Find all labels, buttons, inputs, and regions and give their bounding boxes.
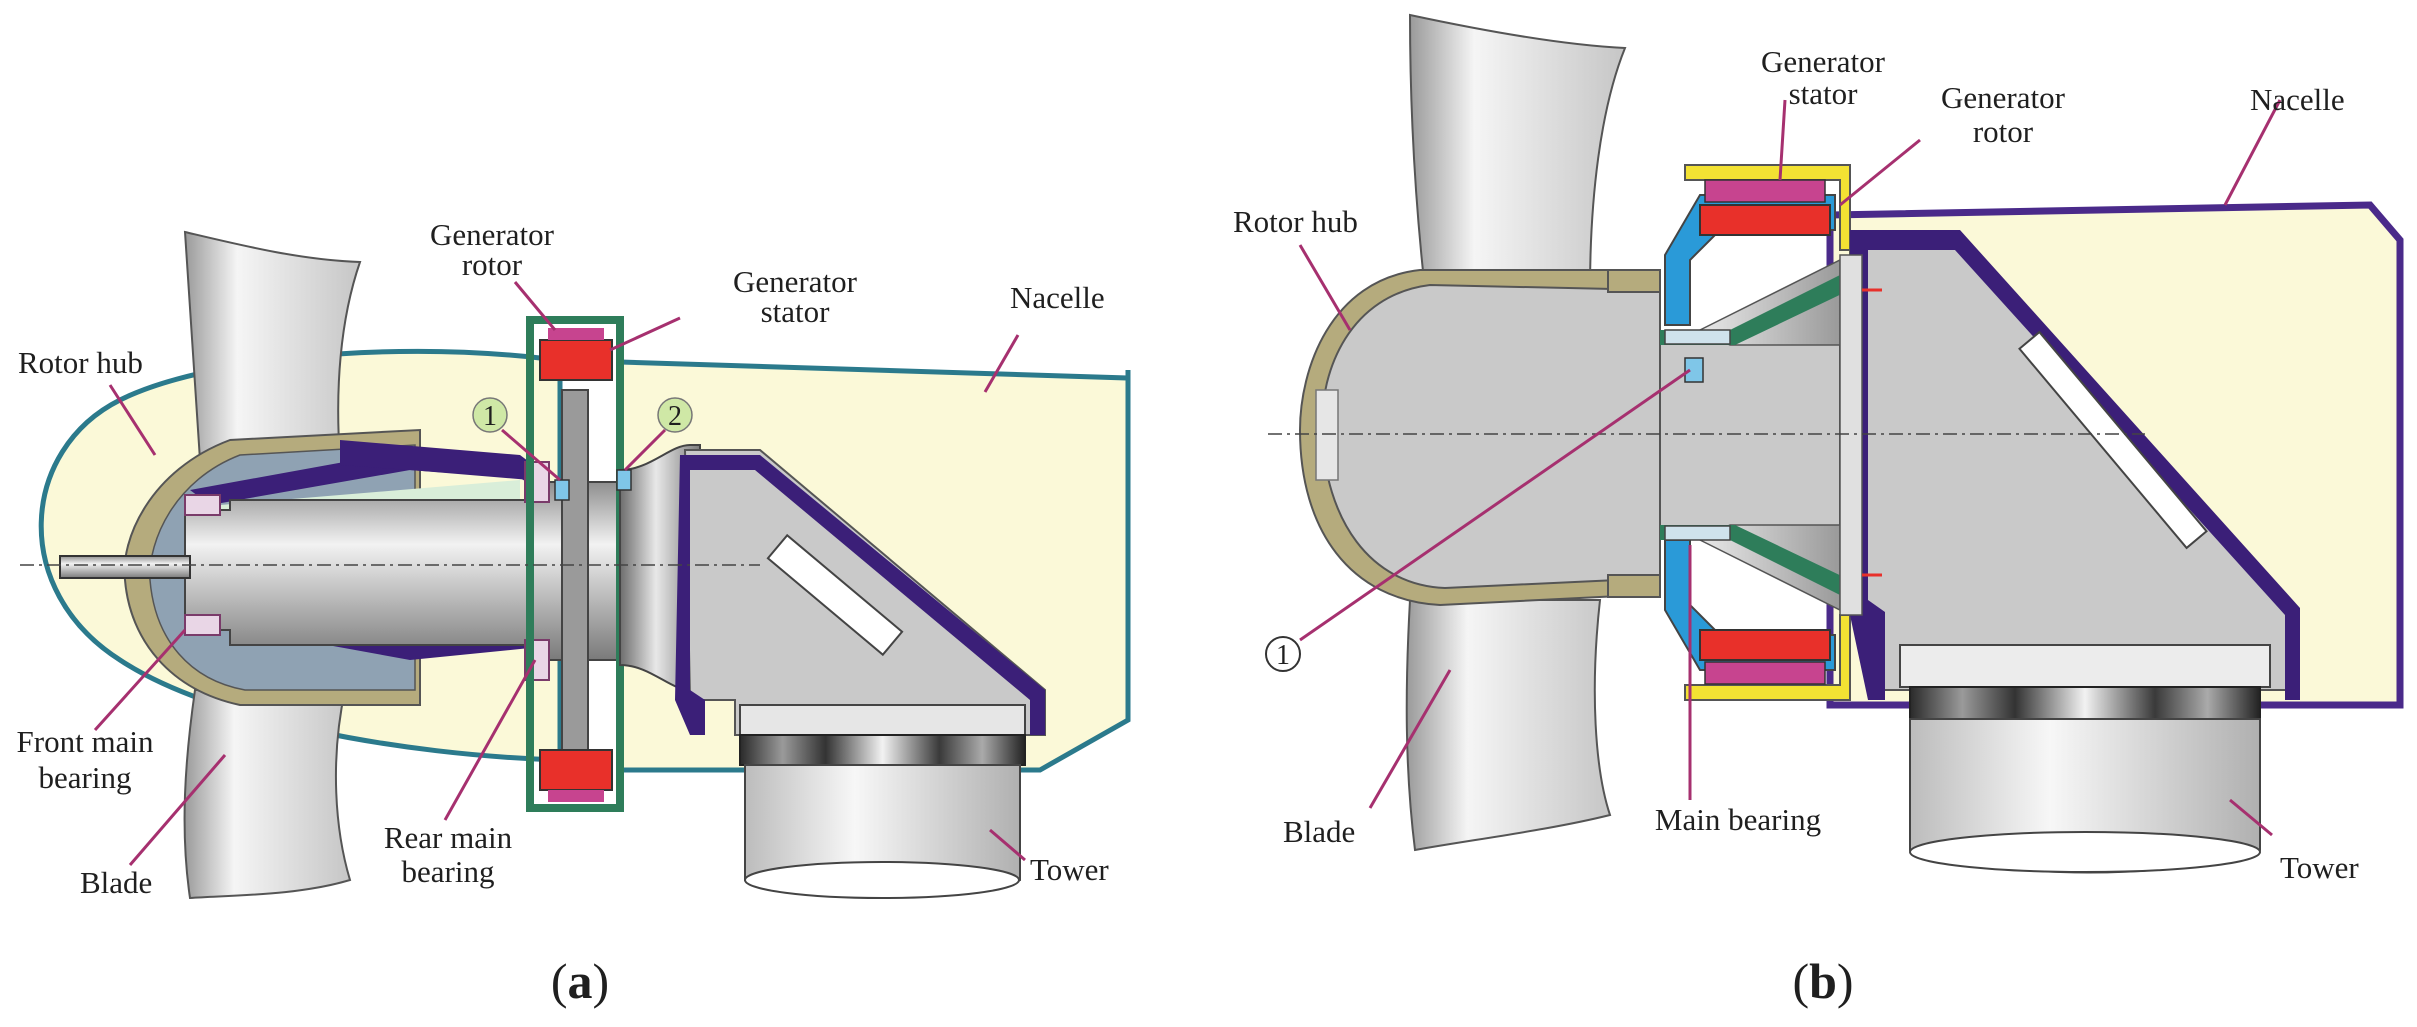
panel-a-marker-1 (472, 397, 508, 433)
panel-b-label-main-bearing: Main bearing (1655, 802, 1821, 837)
panel-b-generator-red-bottom (1699, 629, 1831, 661)
panel-b-sensor (1684, 357, 1704, 383)
panel-b-yaw-bearing (1899, 644, 2271, 688)
panel-a-label-rotor-hub: Rotor hub (18, 345, 143, 380)
panel-a-caption: (a) (551, 953, 609, 1009)
panel-b-label-generator-stator-line2: stator (1789, 76, 1859, 111)
panel-a-front-bearing-bottom (184, 614, 221, 636)
panel-a-label-generator-stator-line1: Generator (733, 264, 858, 299)
panel-a-diagram: 1 2 Rotor hub Generator rotor Generator … (0, 180, 1210, 1009)
panel-b-label-generator-stator-line1: Generator (1761, 44, 1886, 79)
panel-b-main-bearing-bottom (1664, 525, 1731, 541)
panel-a-label-front-main-bearing-line1: Front main (17, 724, 154, 759)
panel-a-label-generator-stator-line2: stator (761, 294, 831, 329)
panel-a-bedplate-window (766, 533, 904, 657)
panel-a-label-generator-rotor-line1: Generator (430, 217, 555, 252)
panel-b-label-generator-rotor-line1: Generator (1941, 80, 2066, 115)
panel-a-label-nacelle: Nacelle (1010, 280, 1105, 315)
panel-a-lower-blade (183, 689, 352, 900)
panel-b-generator-magenta-bottom (1704, 661, 1826, 685)
panel-b-diagram: 1 Generator stator Generator rotor Nacel… (1233, 13, 2404, 1009)
panel-b-marker-1 (1265, 636, 1301, 672)
panel-b-caption: (b) (1792, 953, 1853, 1009)
panel-a-marker-2 (657, 397, 693, 433)
panel-a-generator-magenta-top (548, 328, 604, 340)
panel-a-sensor-2 (616, 469, 632, 491)
panel-b-hub-nose (1315, 389, 1339, 481)
panel-b-hub-flange-bottom (1607, 574, 1661, 598)
panel-b-bolts (1862, 288, 1882, 577)
panel-a-generator-red-bottom (539, 749, 613, 791)
panel-b-rotor-hub-body (1320, 283, 1661, 590)
panel-a-label-tower: Tower (1030, 852, 1109, 887)
panel-b-label-blade: Blade (1283, 814, 1355, 849)
panel-b-stator-upper (1684, 164, 1851, 251)
panel-a-marker-1-text: 1 (483, 401, 497, 432)
panel-a-shaft-rod (59, 555, 191, 579)
panel-b-bedplate-window (2018, 330, 2208, 550)
panel-a-upper-blade (183, 230, 362, 461)
panel-a-leader-lines (93, 281, 1026, 866)
panel-a-label-generator-rotor-line2: rotor (462, 247, 523, 282)
panel-a-main-shaft (184, 481, 621, 661)
panel-b-yaw-ring (1909, 686, 2261, 720)
panel-b-upper-blade (1408, 13, 1627, 291)
panel-a-generator-magenta-bottom (548, 790, 604, 802)
panel-b-leader-lines (1298, 99, 2282, 837)
panel-a-generator-red-top (539, 339, 613, 381)
panel-a-tower-base (744, 861, 1020, 899)
panel-b-generator-red-top (1699, 204, 1831, 236)
panel-b-label-nacelle: Nacelle (2250, 82, 2345, 117)
panel-b-label-generator-rotor-line2: rotor (1973, 114, 2034, 149)
panel-a-yaw-ring (739, 734, 1026, 766)
panel-a-sensor-1 (554, 479, 570, 501)
panel-a-frame-top-beam (340, 440, 540, 490)
panel-a-label-rear-main-bearing-line2: bearing (402, 854, 495, 889)
panel-b-flange-plate (1839, 254, 1863, 616)
panel-b-tower-base (1909, 831, 2261, 873)
panel-b-lower-blade (1405, 599, 1612, 852)
panel-b-marker-1-text: 1 (1276, 640, 1290, 671)
panel-b-generator-magenta-top (1704, 179, 1826, 203)
panel-b-hub-flange-top (1607, 269, 1661, 293)
panel-b-label-tower: Tower (2280, 850, 2359, 885)
panel-a-label-blade: Blade (80, 865, 152, 900)
panel-a-marker-2-text: 2 (668, 401, 682, 432)
panel-b-label-rotor-hub: Rotor hub (1233, 204, 1358, 239)
panel-a-generator-web (561, 389, 589, 751)
panel-a-yaw-bearing (739, 704, 1026, 736)
panel-a-label-front-main-bearing-line2: bearing (39, 760, 132, 795)
panel-b-main-bearing-top (1664, 329, 1731, 345)
panel-a-label-rear-main-bearing-line1: Rear main (384, 820, 513, 855)
panel-a-front-bearing-top (184, 494, 221, 516)
